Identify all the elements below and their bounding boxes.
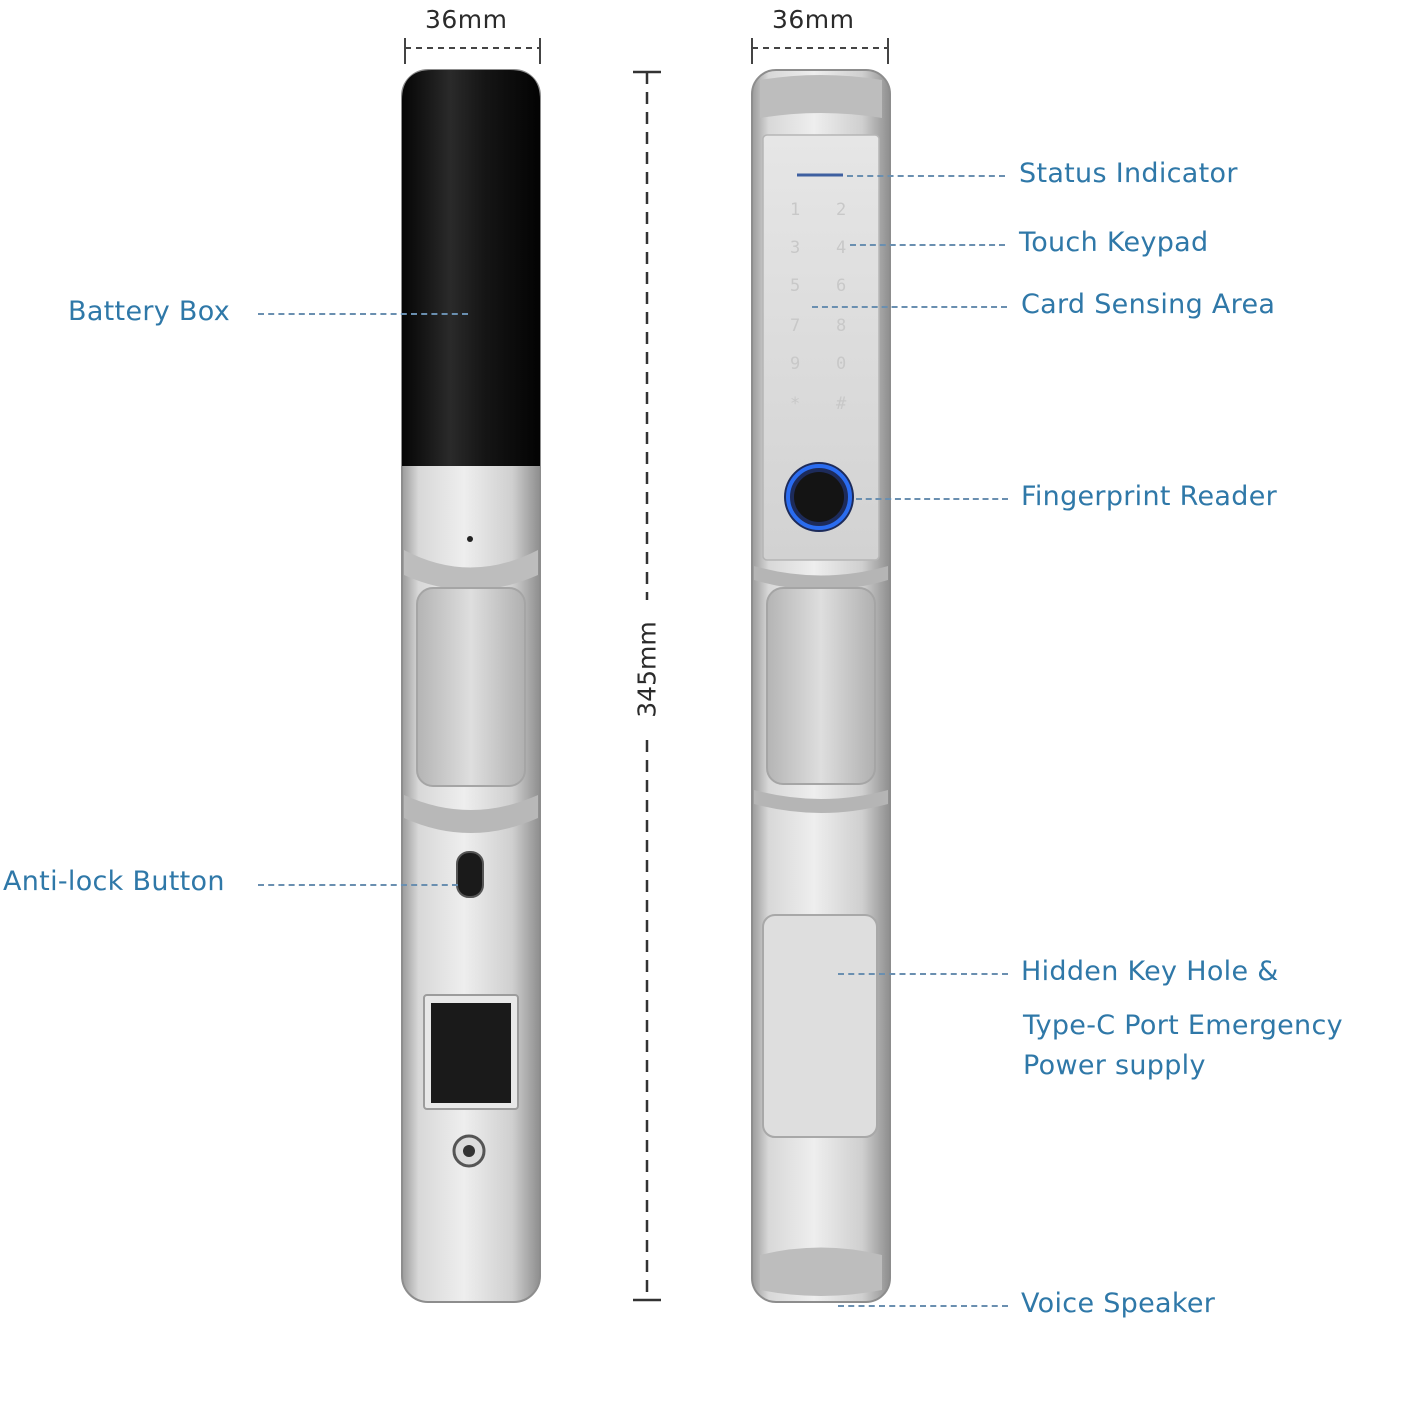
touch-keypad-label: Touch Keypad xyxy=(1019,227,1209,258)
keypad-key: 9 xyxy=(790,354,801,374)
left-width-label: 36mm xyxy=(425,5,508,34)
card-sensing-area-leader xyxy=(812,306,1007,308)
keypad-key: 4 xyxy=(836,238,847,258)
hidden-key-hole-cover xyxy=(762,914,878,1138)
anti-lock-button-shape xyxy=(456,851,484,898)
keypad-key: 1 xyxy=(790,200,801,220)
right-lock-body xyxy=(751,69,891,1303)
battery-box-shape xyxy=(402,70,540,466)
keypad-key: 2 xyxy=(836,200,847,220)
hidden-key-hole-label-line3: Power supply xyxy=(1023,1050,1206,1081)
voice-speaker-grille xyxy=(760,1247,882,1296)
status-indicator-leader xyxy=(847,175,1005,177)
keypad-key: 0 xyxy=(836,354,847,374)
anti-lock-button-label: Anti-lock Button xyxy=(3,866,225,897)
anti-lock-button-leader xyxy=(258,884,458,886)
height-dimension xyxy=(633,70,661,1302)
keypad-key: 8 xyxy=(836,316,847,336)
height-label: 345mm xyxy=(632,621,662,718)
battery-box-leader xyxy=(258,313,468,315)
touch-keypad-leader xyxy=(850,244,1005,246)
right-handle-grip xyxy=(766,587,876,785)
voice-speaker-label: Voice Speaker xyxy=(1021,1288,1216,1319)
keypad-key: # xyxy=(836,394,847,414)
right-width-label: 36mm xyxy=(772,5,855,34)
fingerprint-sensor xyxy=(794,472,844,522)
hidden-key-hole-label-line2: Type-C Port Emergency xyxy=(1023,1010,1343,1041)
keypad-key: 7 xyxy=(790,316,801,336)
fingerprint-reader-leader xyxy=(856,498,1008,500)
width-dimension-left xyxy=(404,38,541,64)
keypad-key: 3 xyxy=(790,238,801,258)
fingerprint-reader-label: Fingerprint Reader xyxy=(1021,481,1278,512)
voice-speaker-leader xyxy=(838,1305,1008,1307)
left-lock-body xyxy=(401,69,541,1303)
left-handle-grip xyxy=(416,587,526,787)
keypad-panel xyxy=(762,134,880,561)
left-knob-window xyxy=(431,1003,511,1103)
hidden-key-hole-label-line1: Hidden Key Hole & xyxy=(1021,956,1279,987)
keypad-key: 6 xyxy=(836,276,847,296)
keypad-key: 5 xyxy=(790,276,801,296)
status-indicator-label: Status Indicator xyxy=(1019,158,1238,189)
keypad-key: * xyxy=(790,394,801,414)
battery-box-label: Battery Box xyxy=(68,296,231,327)
card-sensing-area-label: Card Sensing Area xyxy=(1021,289,1276,320)
width-dimension-right xyxy=(751,38,889,64)
hidden-key-hole-leader xyxy=(838,973,1008,975)
